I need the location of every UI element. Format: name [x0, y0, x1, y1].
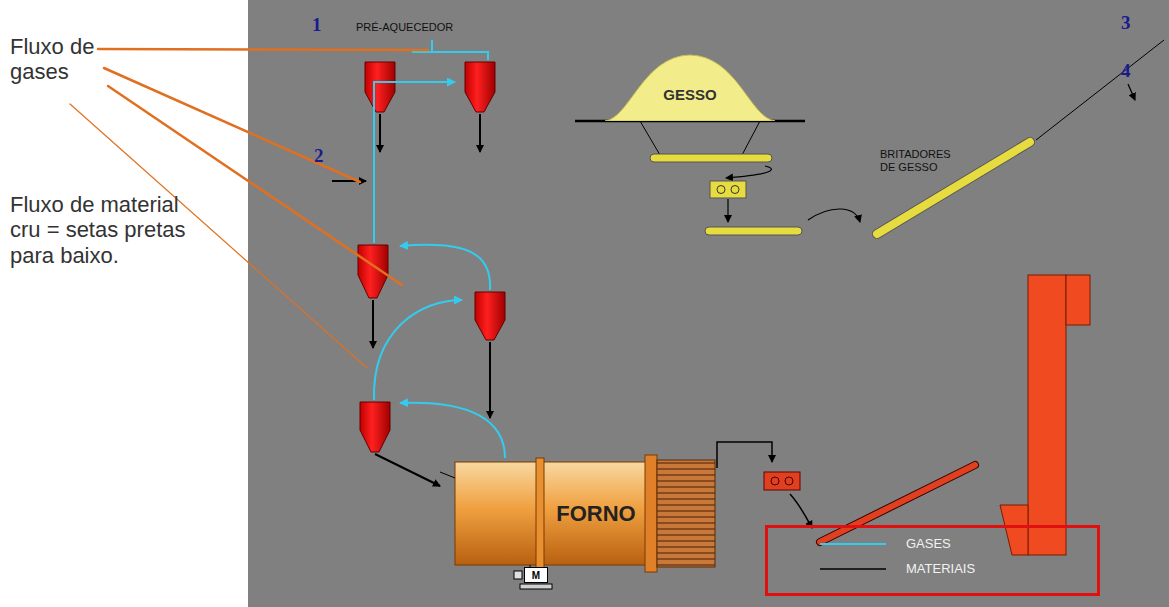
- legend-box: GASES MATERIAIS: [765, 525, 1100, 596]
- node-text: M: [532, 570, 540, 581]
- kiln-body: FORNO: [548, 462, 644, 565]
- legend-row: GASES: [820, 536, 951, 551]
- node-text: FORNO: [556, 501, 635, 527]
- motor-symbol: [514, 565, 552, 589]
- callout-number: 2: [314, 145, 334, 167]
- legend-text: GASES: [906, 536, 951, 551]
- part-name: PRÉ-AQUECEDOR: [356, 21, 496, 34]
- gas-flow-lines: [374, 40, 505, 458]
- callout-number: 3: [1121, 12, 1141, 34]
- rotary-kiln: [440, 455, 715, 572]
- motor-box: M: [524, 567, 548, 583]
- background-panel: [248, 0, 1169, 607]
- legend-sample: [820, 539, 886, 549]
- gypsum-system: [575, 40, 1164, 235]
- annotation-text: Fluxo de material cru = setas pretas par…: [10, 192, 200, 268]
- node-text: GESSO: [663, 86, 716, 103]
- callout-arrow: [1128, 84, 1135, 100]
- cyclone-group: [358, 62, 505, 452]
- legend-row: MATERIAIS: [820, 561, 975, 576]
- legend-text: MATERIAIS: [906, 561, 975, 576]
- bucket-elevator: [1000, 275, 1090, 555]
- annotation-text: Fluxo de gases: [10, 34, 130, 85]
- material-flow-arrows: [332, 114, 490, 486]
- callout-number: 4: [1121, 60, 1141, 82]
- legend-sample: [820, 564, 886, 574]
- callout-number: 1: [312, 14, 332, 36]
- gypsum-pile: GESSO: [605, 52, 775, 121]
- part-name: BRITADORES DE GESSO: [880, 148, 964, 173]
